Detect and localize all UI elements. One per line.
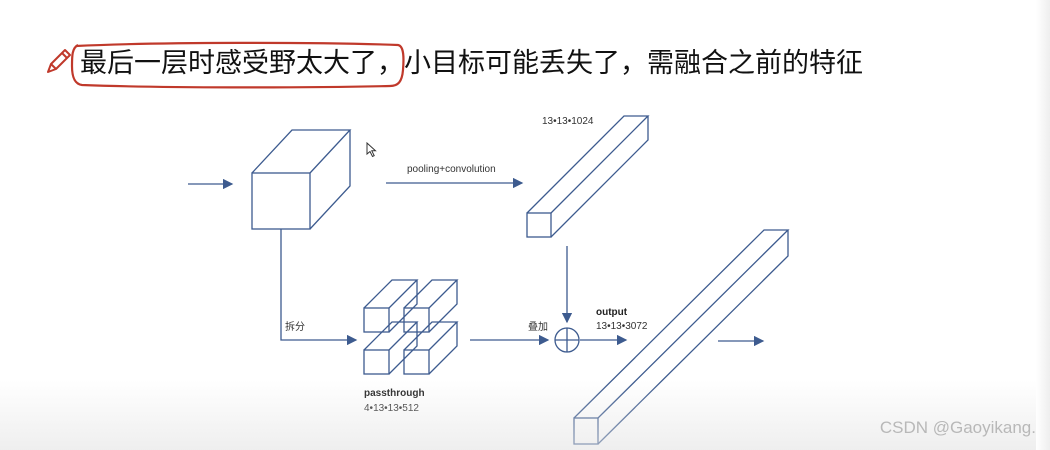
mouse-cursor-icon	[366, 142, 377, 158]
top-feature-bar	[526, 115, 650, 238]
passthrough-cube-2	[403, 279, 459, 333]
top-bar-shape-label: 13•13•1024	[542, 116, 594, 127]
stack-label: 叠加	[528, 322, 548, 333]
output-feature-bar	[573, 229, 790, 445]
headline-rest: ，小目标可能丢失了，需融合之前的特征	[377, 48, 863, 79]
pencil-icon	[47, 49, 71, 73]
input-feature-cube	[251, 129, 352, 230]
headline-highlighted: 最后一层时感受野太大了	[80, 48, 377, 79]
pooling-label: pooling+convolution	[407, 164, 496, 175]
watermark: CSDN @Gaoyikang.	[879, 418, 1036, 437]
split-label: 拆分	[285, 322, 305, 333]
concat-plus-icon	[554, 327, 580, 353]
right-edge	[1036, 0, 1050, 450]
highlight-ring	[70, 41, 405, 89]
output-title-label: output	[596, 307, 628, 318]
passthrough-cube-4	[403, 321, 459, 375]
passthrough-shape-label: 4•13•13•512	[364, 403, 419, 414]
output-shape-label: 13•13•3072	[596, 321, 648, 332]
passthrough-cube-1	[363, 279, 419, 333]
passthrough-title-label: passthrough	[364, 388, 425, 399]
passthrough-cube-3	[363, 321, 419, 375]
split-path	[280, 229, 358, 346]
headline: 最后一层时感受野太大了，小目标可能丢失了，需融合之前的特征	[80, 46, 863, 82]
